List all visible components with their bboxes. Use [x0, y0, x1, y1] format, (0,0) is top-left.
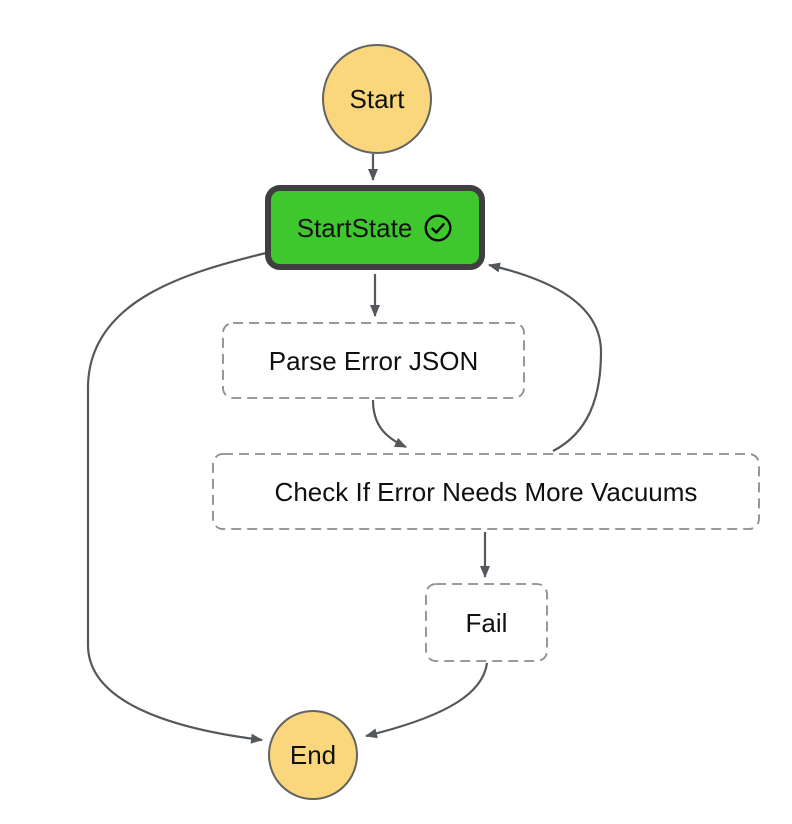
parse-error-json-label: Parse Error JSON [268, 345, 479, 376]
node-end: End [268, 710, 358, 800]
dashed-border [425, 583, 548, 662]
node-startstate[interactable]: StartState [265, 185, 485, 270]
dashed-border [222, 322, 525, 399]
fail-label: Fail [465, 607, 508, 638]
startstate-label: StartState [296, 212, 413, 243]
check-circle-icon [424, 213, 452, 242]
check-if-error-label: Check If Error Needs More Vacuums [274, 476, 698, 507]
node-check-if-error-needs-more-vacuums[interactable]: Check If Error Needs More Vacuums [212, 453, 760, 530]
edge-check-to-startstate [488, 262, 603, 452]
end-label: End [289, 740, 337, 770]
node-start: Start [322, 44, 432, 154]
node-parse-error-json[interactable]: Parse Error JSON [222, 322, 525, 399]
node-fail[interactable]: Fail [425, 583, 548, 662]
dashed-border [212, 453, 760, 530]
edge-fail-to-end [365, 662, 489, 739]
start-label: Start [349, 84, 405, 114]
edge-startstate-to-end [86, 251, 267, 744]
edge-parse-to-check [371, 399, 407, 449]
